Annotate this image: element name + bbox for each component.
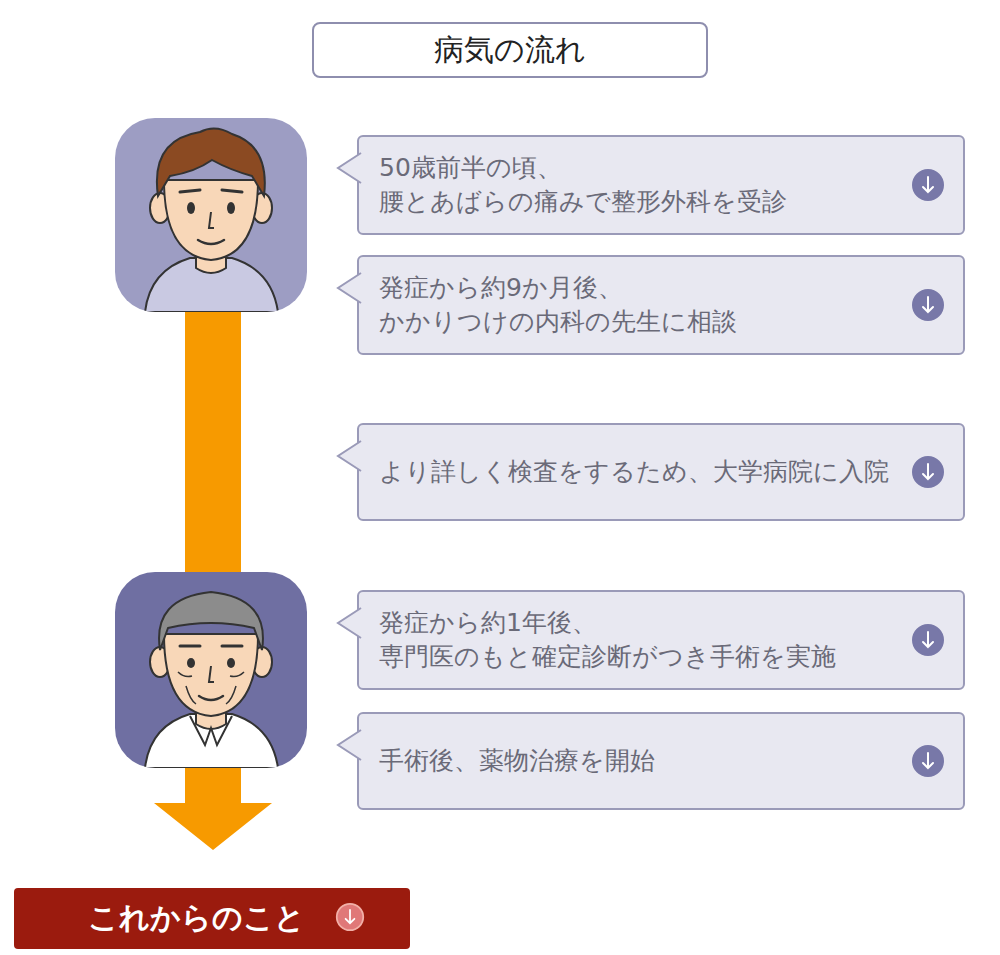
bubble-tail: [335, 606, 361, 640]
down-arrow-icon: [911, 168, 945, 202]
bubble-tail: [335, 439, 361, 473]
bubble-text: 発症から約1年後、 専門医のもと確定診断がつき手術を実施: [379, 606, 905, 674]
next-step-button: これからのこと: [14, 888, 410, 949]
text-stack: 手術後、薬物治療を開始: [379, 744, 655, 778]
bubble-text: 手術後、薬物治療を開始: [379, 744, 655, 778]
title-box: 病気の流れ: [312, 22, 708, 78]
speech-bubble: 50歳前半の頃、 腰とあばらの痛みで整形外科を受診: [357, 135, 965, 235]
text-stack: 発症から約9か月後、 かかりつけの内科の先生に相談: [379, 271, 905, 339]
text-stack: 50歳前半の頃、 腰とあばらの痛みで整形外科を受診: [379, 151, 905, 219]
bubble-text: 発症から約9か月後、 かかりつけの内科の先生に相談: [379, 271, 905, 339]
bubble-tail: [335, 271, 361, 305]
speech-bubble: 発症から約1年後、 専門医のもと確定診断がつき手術を実施: [357, 590, 965, 690]
down-arrow-icon: [911, 744, 945, 778]
speech-bubble: 発症から約9か月後、 かかりつけの内科の先生に相談: [357, 255, 965, 355]
down-arrow-icon: [335, 902, 365, 932]
down-arrow-icon: [911, 455, 945, 489]
timeline-arrow: [154, 768, 272, 850]
bubble-tail: [335, 151, 361, 185]
text-stack: これからのこと: [88, 898, 305, 939]
text-stack: より詳しく検査をするため、大学病院に入院: [379, 455, 889, 489]
bubble-text: より詳しく検査をするため、大学病院に入院: [379, 455, 889, 489]
timeline-bar: [185, 312, 241, 574]
bubble-text: 50歳前半の頃、 腰とあばらの痛みで整形外科を受診: [379, 151, 905, 219]
down-arrow-icon: [911, 623, 945, 657]
button-label: これからのこと: [88, 898, 305, 939]
text-stack: 発症から約1年後、 専門医のもと確定診断がつき手術を実施: [379, 606, 905, 674]
diagram-title: 病気の流れ: [434, 30, 586, 71]
young-man-avatar: [115, 118, 307, 312]
speech-bubble: 手術後、薬物治療を開始: [357, 712, 965, 810]
bubble-tail: [335, 728, 361, 762]
speech-bubble: より詳しく検査をするため、大学病院に入院: [357, 423, 965, 521]
down-arrow-icon: [911, 288, 945, 322]
old-man-avatar: [115, 572, 307, 768]
